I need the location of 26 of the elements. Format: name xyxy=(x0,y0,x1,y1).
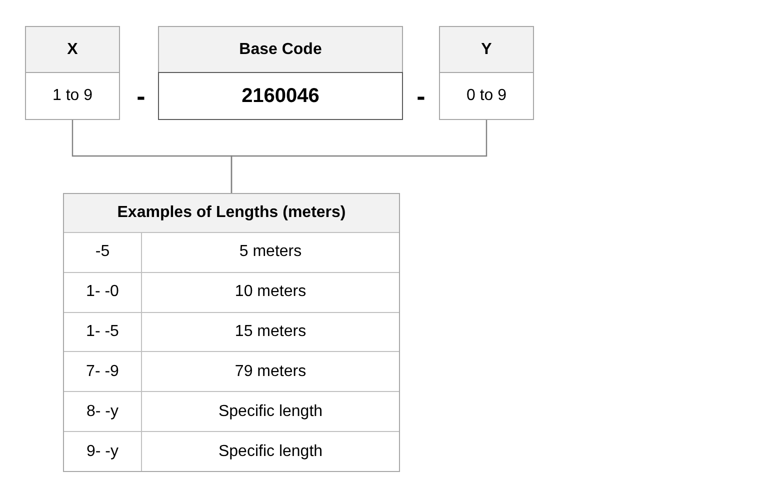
length-value: 5 meters xyxy=(239,243,302,262)
separator-dash: - xyxy=(136,83,146,109)
length-value: 15 meters xyxy=(234,323,306,342)
length-code: 8- -y xyxy=(86,402,118,421)
length-code: 9- -y xyxy=(86,442,118,461)
segment-value: 1 to 9 xyxy=(52,87,93,105)
lengths-table xyxy=(63,193,400,472)
segment-title: Y xyxy=(481,40,492,58)
code-segment-box xyxy=(25,26,120,120)
length-value: Specific length xyxy=(218,402,323,421)
length-code: 1- -5 xyxy=(86,323,119,342)
segment-title: Base Code xyxy=(239,40,322,58)
length-code: 7- -9 xyxy=(86,362,119,381)
segment-value: 2160046 xyxy=(242,84,320,108)
code-segment-box xyxy=(158,26,403,120)
length-value: 79 meters xyxy=(234,362,306,381)
segment-title: X xyxy=(67,40,78,58)
code-segment-box xyxy=(439,26,534,120)
table-title: Examples of Lengths (meters) xyxy=(117,204,346,222)
connector-line xyxy=(230,120,488,193)
length-value: 10 meters xyxy=(234,283,306,302)
length-value: Specific length xyxy=(218,442,323,461)
length-code: -5 xyxy=(95,243,110,262)
separator-dash: - xyxy=(416,83,426,109)
length-code: 1- -0 xyxy=(86,283,119,302)
segment-value: 0 to 9 xyxy=(466,87,507,105)
